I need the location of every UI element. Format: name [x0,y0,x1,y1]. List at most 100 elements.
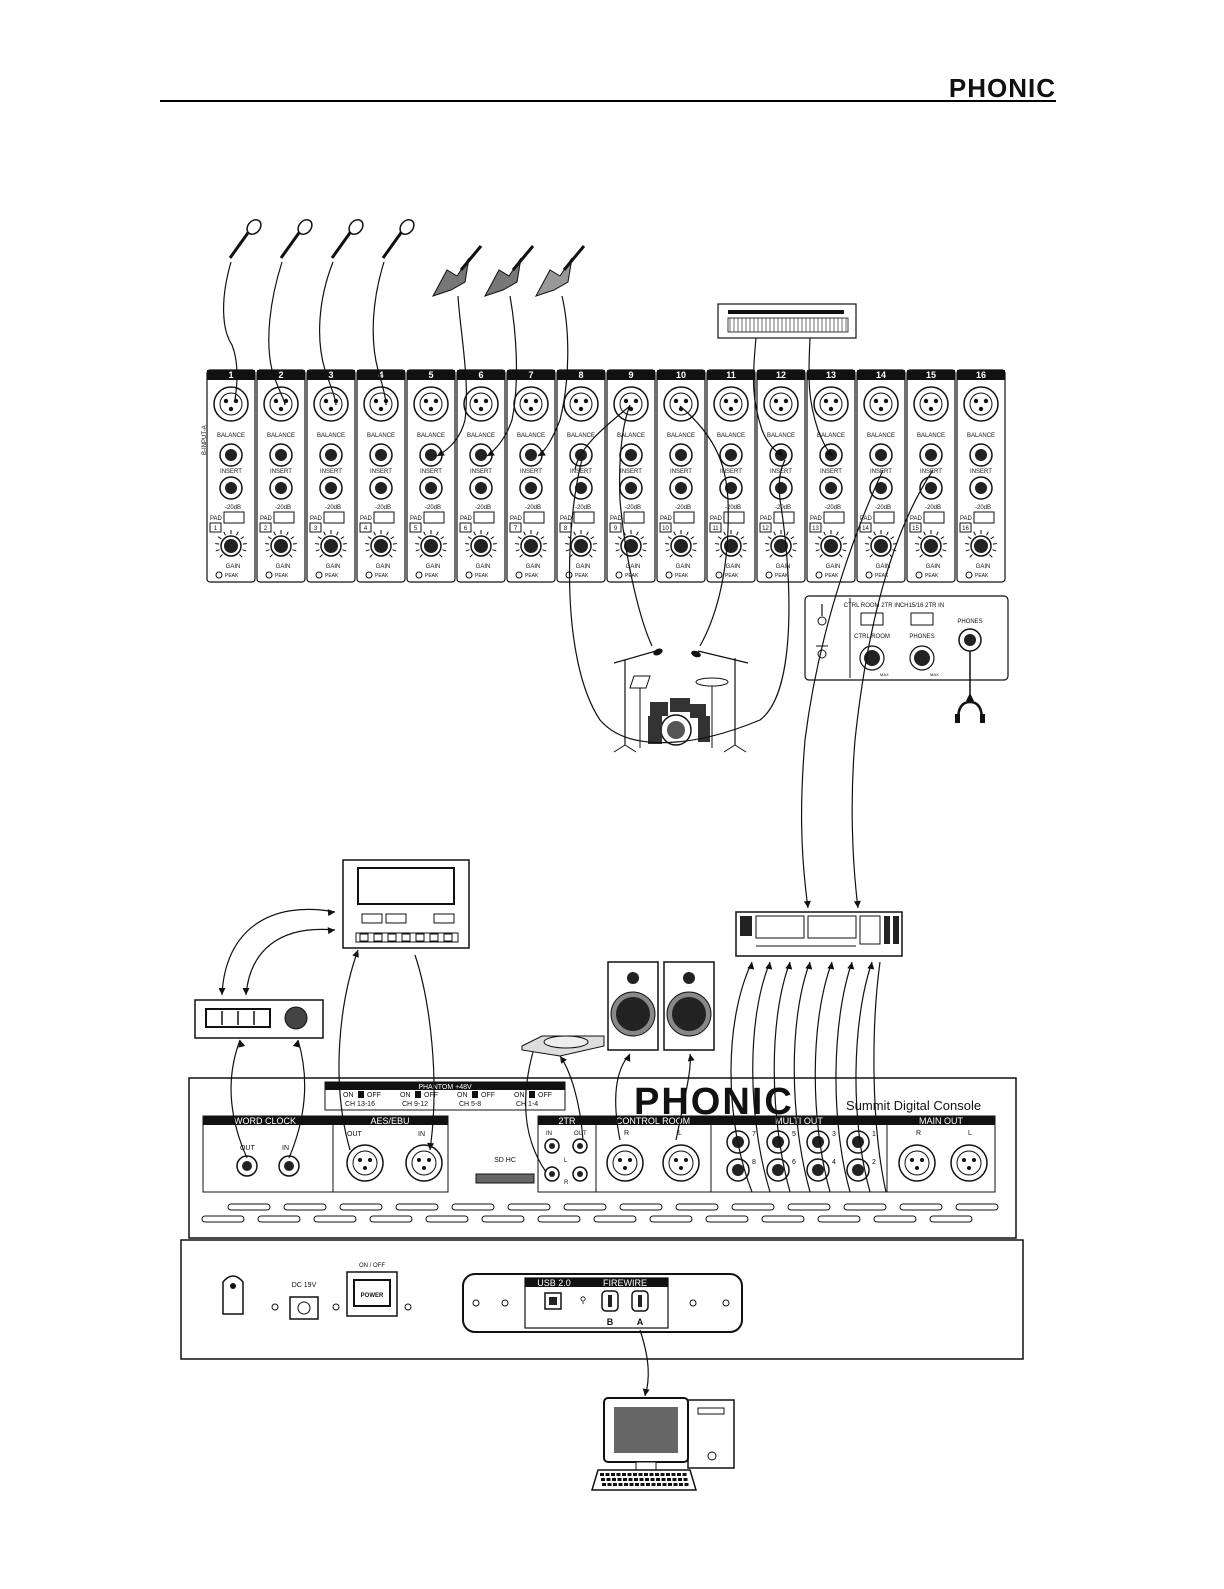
firewire-port-b[interactable] [601,1290,619,1312]
gain-knob[interactable] [815,530,847,558]
gain-knob[interactable] [915,530,947,558]
ctrl-room-knob[interactable] [859,645,885,671]
insert-jack[interactable] [469,476,493,500]
insert-jack[interactable] [869,476,893,500]
aes-ebu-in-jack[interactable] [405,1144,443,1182]
pad-switch[interactable] [273,511,295,524]
pad-switch[interactable] [973,511,995,524]
balance-jack[interactable] [319,443,343,467]
sd-card-slot[interactable] [475,1173,535,1184]
insert-jack[interactable] [269,476,293,500]
balance-jack[interactable] [969,443,993,467]
dc-input-jack[interactable] [289,1296,319,1320]
multi-out-jack[interactable] [846,1130,870,1154]
insert-jack[interactable] [819,476,843,500]
insert-jack[interactable] [719,476,743,500]
pad-switch[interactable] [373,511,395,524]
balance-jack[interactable] [869,443,893,467]
ctrl-room-2tr-button[interactable] [860,612,884,626]
multi-out-jack[interactable] [806,1158,830,1182]
pad-switch[interactable] [823,511,845,524]
xlr-input-jack[interactable] [363,386,399,422]
insert-jack[interactable] [219,476,243,500]
xlr-input-jack[interactable] [263,386,299,422]
xlr-input-jack[interactable] [663,386,699,422]
two-tr-out-l-jack[interactable] [572,1138,588,1154]
usb-port[interactable] [544,1292,562,1310]
insert-jack[interactable] [419,476,443,500]
xlr-input-jack[interactable] [513,386,549,422]
xlr-input-jack[interactable] [813,386,849,422]
insert-jack[interactable] [769,476,793,500]
gain-knob[interactable] [365,530,397,558]
gain-knob[interactable] [865,530,897,558]
xlr-input-jack[interactable] [913,386,949,422]
ch1516-2tr-button[interactable] [910,612,934,626]
xlr-input-jack[interactable] [963,386,999,422]
balance-jack[interactable] [219,443,243,467]
insert-jack[interactable] [319,476,343,500]
balance-jack[interactable] [369,443,393,467]
two-tr-out-r-jack[interactable] [572,1166,588,1182]
pad-switch[interactable] [723,511,745,524]
multi-out-jack[interactable] [766,1130,790,1154]
balance-jack[interactable] [619,443,643,467]
main-out-r-jack[interactable] [898,1144,936,1182]
gain-knob[interactable] [515,530,547,558]
pad-switch[interactable] [673,511,695,524]
insert-jack[interactable] [919,476,943,500]
pad-switch[interactable] [423,511,445,524]
word-clock-out-jack[interactable] [236,1155,258,1177]
gain-knob[interactable] [965,530,997,558]
phones-jack[interactable] [958,628,982,652]
insert-jack[interactable] [369,476,393,500]
gain-knob[interactable] [315,530,347,558]
xlr-input-jack[interactable] [713,386,749,422]
two-tr-in-l-jack[interactable] [544,1138,560,1154]
pad-switch[interactable] [573,511,595,524]
word-clock-in-jack[interactable] [278,1155,300,1177]
balance-jack[interactable] [919,443,943,467]
control-room-r-jack[interactable] [606,1144,644,1182]
gain-knob[interactable] [215,530,247,558]
xlr-input-jack[interactable] [313,386,349,422]
balance-jack[interactable] [669,443,693,467]
pad-switch[interactable] [773,511,795,524]
phones-level-knob[interactable] [909,645,935,671]
pad-switch[interactable] [523,511,545,524]
pad-switch[interactable] [473,511,495,524]
insert-jack[interactable] [619,476,643,500]
xlr-input-jack[interactable] [463,386,499,422]
insert-jack[interactable] [569,476,593,500]
gain-knob[interactable] [465,530,497,558]
two-tr-in-r-jack[interactable] [544,1166,560,1182]
xlr-input-jack[interactable] [213,386,249,422]
xlr-input-jack[interactable] [863,386,899,422]
xlr-input-jack[interactable] [613,386,649,422]
aes-ebu-out-jack[interactable] [346,1144,384,1182]
gain-knob[interactable] [265,530,297,558]
insert-jack[interactable] [969,476,993,500]
insert-jack[interactable] [519,476,543,500]
pad-switch[interactable] [873,511,895,524]
gain-knob[interactable] [665,530,697,558]
pad-switch[interactable] [223,511,245,524]
xlr-input-jack[interactable] [563,386,599,422]
pad-switch[interactable] [323,511,345,524]
pad-switch[interactable] [923,511,945,524]
main-out-l-jack[interactable] [950,1144,988,1182]
gain-knob[interactable] [565,530,597,558]
firewire-port-a[interactable] [631,1290,649,1312]
gain-knob[interactable] [415,530,447,558]
pad-switch[interactable] [623,511,645,524]
control-room-l-jack[interactable] [662,1144,700,1182]
multi-out-jack[interactable] [846,1158,870,1182]
multi-out-jack[interactable] [806,1130,830,1154]
xlr-input-jack[interactable] [763,386,799,422]
insert-jack[interactable] [669,476,693,500]
balance-jack[interactable] [269,443,293,467]
